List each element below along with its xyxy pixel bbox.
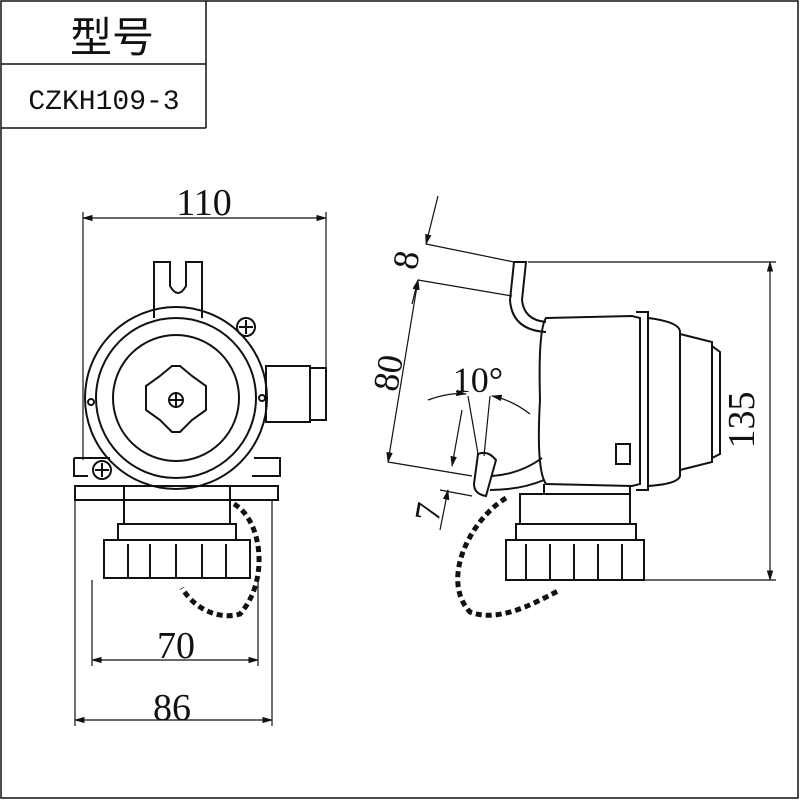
dim-angle-10: 10° (453, 360, 503, 400)
dim-width-86: 86 (153, 687, 191, 729)
gland-nut (309, 367, 327, 421)
title-block: 型号 CZKH109-3 (1, 1, 207, 129)
title-header: 型号 (70, 13, 154, 62)
seal-ring (647, 317, 681, 487)
cap-chain (179, 501, 262, 619)
dim-width-110: 110 (176, 182, 232, 224)
side-dimensions (386, 195, 776, 582)
side-view (455, 261, 721, 618)
base-plate (74, 485, 279, 501)
bottom-screw-icon (92, 460, 112, 480)
side-cap-chain (455, 495, 562, 618)
coupling-ring (103, 539, 251, 579)
dim-side-8: 8 (385, 248, 428, 273)
side-bracket (514, 261, 547, 323)
top-screw-icon (236, 317, 256, 337)
mounting-tab (153, 261, 203, 318)
cable-gland (265, 365, 311, 423)
cover-cap (711, 345, 721, 459)
dim-width-70: 70 (157, 625, 195, 667)
base-flange (73, 457, 281, 477)
model-number: CZKH109-3 (28, 87, 179, 118)
front-view (73, 261, 327, 619)
side-screw (615, 443, 631, 465)
housing-ring (95, 317, 257, 479)
switch-face (112, 334, 240, 462)
front-dimensions (73, 212, 328, 726)
side-housing (537, 314, 641, 488)
dim-height-135: 135 (721, 392, 763, 449)
flange-ring (636, 311, 649, 491)
rotary-knob (145, 365, 207, 433)
dim-side-7: 7 (407, 500, 450, 525)
socket-neck (123, 486, 231, 525)
dim-side-80: 80 (365, 352, 411, 394)
side-socket-neck (519, 493, 631, 525)
